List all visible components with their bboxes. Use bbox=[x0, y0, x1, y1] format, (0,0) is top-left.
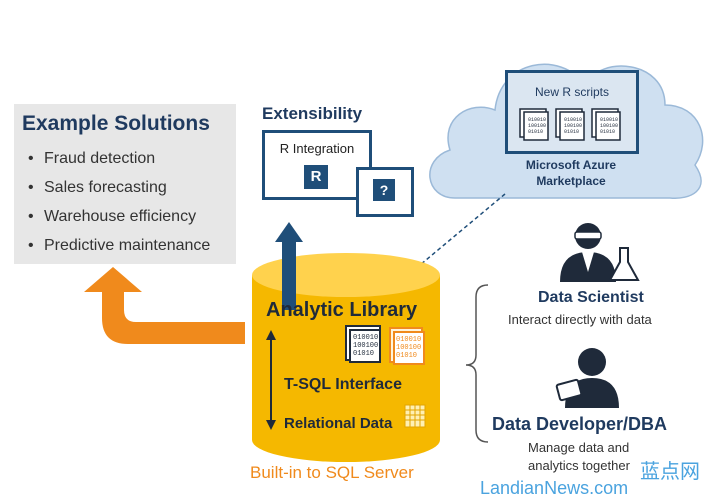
cylinder-doc-icon-2 bbox=[389, 327, 425, 365]
cloud-connector-line bbox=[419, 193, 506, 266]
list-item: •Warehouse efficiency bbox=[28, 208, 197, 225]
data-scientist-icon bbox=[560, 223, 640, 282]
script-doc-line: 100100 bbox=[528, 123, 546, 129]
script-doc-line: 010010 bbox=[528, 117, 546, 123]
relational-grid-icon bbox=[404, 404, 426, 428]
unknown-extension-window: ? bbox=[356, 167, 414, 217]
r-integration-label: R Integration bbox=[279, 141, 355, 156]
data-developer-icon bbox=[555, 348, 619, 408]
solutions-list: •Fraud detection •Sales forecasting •War… bbox=[28, 144, 210, 260]
doc-line: 100100 bbox=[396, 344, 421, 352]
data-scientist-title: Data Scientist bbox=[538, 289, 644, 306]
cylinder-doc-icon-1 bbox=[345, 325, 381, 363]
new-r-scripts-window: New R scripts 010010 100100 01010 010010… bbox=[505, 70, 639, 154]
extensibility-title: Extensibility bbox=[262, 104, 363, 123]
script-doc-line: 01010 bbox=[564, 129, 579, 135]
list-item-label: Warehouse efficiency bbox=[44, 208, 197, 225]
cylinder-doc-text: 010010 100100 01010 010010 100100 01010 bbox=[353, 334, 421, 360]
script-doc-line: 100100 bbox=[564, 123, 582, 129]
script-docs-icon: 010010 100100 01010 010010 100100 01010 … bbox=[519, 108, 621, 141]
script-doc-line: 100100 bbox=[600, 123, 618, 129]
r-logo-icon: R bbox=[304, 165, 328, 189]
doc-line: 010010 bbox=[396, 336, 421, 344]
builtin-caption: Built-in to SQL Server bbox=[250, 463, 414, 482]
watermark-line2: LandianNews.com bbox=[480, 478, 629, 498]
doc-line: 01010 bbox=[396, 352, 417, 360]
data-developer-desc-line2: analytics together bbox=[528, 458, 630, 473]
r-integration-window: R Integration R bbox=[262, 130, 372, 200]
script-doc-line: 010010 bbox=[600, 117, 618, 123]
doc-line: 100100 bbox=[353, 342, 378, 350]
new-r-scripts-label: New R scripts bbox=[534, 85, 609, 99]
list-item-label: Predictive maintenance bbox=[44, 237, 211, 254]
data-developer-desc-line1: Manage data and bbox=[528, 440, 630, 455]
script-doc-icon bbox=[591, 108, 621, 141]
script-doc-icon bbox=[519, 108, 549, 141]
azure-label-line1: Microsoft Azure bbox=[525, 158, 617, 172]
doc-line: 010010 bbox=[353, 334, 378, 342]
data-developer-title: Data Developer/DBA bbox=[492, 414, 668, 434]
list-item-label: Fraud detection bbox=[44, 150, 156, 167]
list-item-label: Sales forecasting bbox=[44, 179, 167, 196]
script-doc-line: 010010 bbox=[564, 117, 582, 123]
relational-data-label: Relational Data bbox=[284, 415, 393, 432]
solutions-title: Example Solutions bbox=[22, 112, 210, 135]
analytic-cylinder bbox=[252, 253, 440, 462]
orange-arrow bbox=[84, 267, 245, 344]
persona-bracket bbox=[465, 284, 489, 443]
list-item: •Sales forecasting bbox=[28, 179, 167, 196]
example-solutions-panel: Example Solutions •Fraud detection •Sale… bbox=[14, 104, 236, 264]
watermark-line1: 蓝点网 bbox=[640, 461, 700, 483]
data-scientist-desc: Interact directly with data bbox=[508, 312, 652, 327]
list-item: •Fraud detection bbox=[28, 150, 156, 167]
doc-line: 01010 bbox=[353, 350, 374, 358]
blue-up-arrow bbox=[275, 222, 303, 310]
analytic-library-title: Analytic Library bbox=[266, 299, 418, 321]
script-doc-line: 01010 bbox=[528, 129, 543, 135]
tsql-interface-label: T-SQL Interface bbox=[284, 376, 402, 393]
script-doc-line: 01010 bbox=[600, 129, 615, 135]
list-item: •Predictive maintenance bbox=[28, 237, 211, 254]
question-icon: ? bbox=[373, 179, 395, 201]
vertical-double-arrow bbox=[266, 330, 276, 430]
azure-label-line2: Marketplace bbox=[536, 174, 606, 188]
script-doc-icon bbox=[555, 108, 585, 141]
